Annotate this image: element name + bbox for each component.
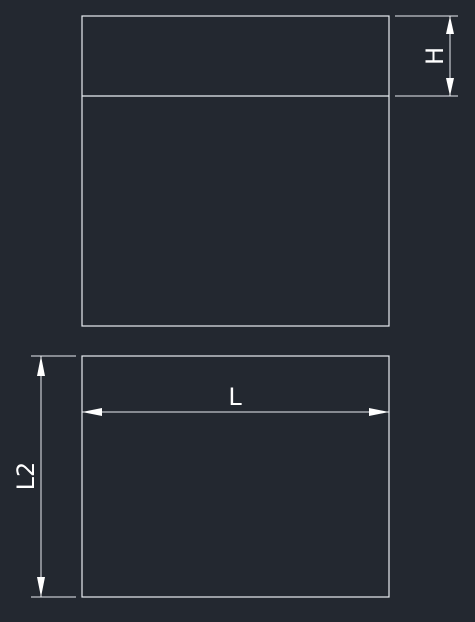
- length2-dimension-label: L2: [12, 462, 40, 491]
- bottom-view-outline: [81, 355, 390, 598]
- length-dimension: L: [82, 383, 389, 416]
- length-arrow-left: [82, 408, 102, 416]
- length-arrow-right: [369, 408, 389, 416]
- top-view-outline: [81, 15, 390, 327]
- length2-arrow-top: [37, 356, 45, 376]
- top-view: H: [81, 15, 458, 327]
- bottom-view: L L2: [12, 355, 390, 598]
- length-dimension-label: L: [228, 383, 242, 411]
- height-arrow-bottom: [446, 78, 454, 96]
- height-dimension-label: H: [421, 47, 449, 65]
- length2-arrow-bottom: [37, 577, 45, 597]
- height-dimension: H: [395, 15, 458, 97]
- height-arrow-top: [446, 16, 454, 34]
- length2-dimension: L2: [12, 355, 76, 598]
